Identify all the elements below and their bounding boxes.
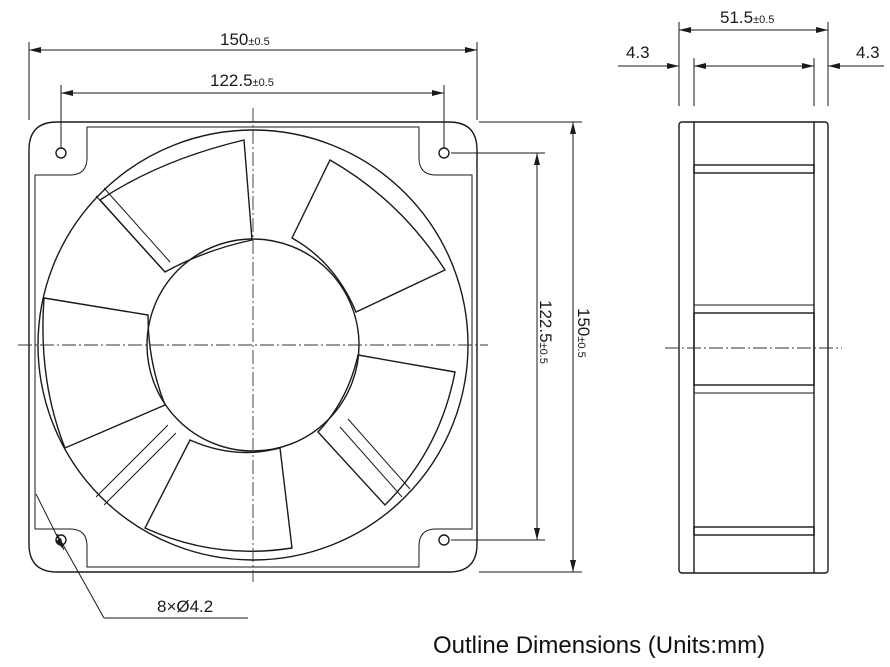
dim-depth-value: 51.5	[720, 8, 753, 27]
mounting-holes	[55, 147, 450, 546]
dim-holes-callout: 8×Ø4.2	[35, 493, 248, 619]
dim-hole-height-value: 122.5	[536, 300, 555, 343]
dim-depth: 51.5±0.5	[678, 8, 829, 106]
dim-hole-spacing-width: 122.5±0.5	[60, 71, 445, 148]
svg-text:122.5±0.5: 122.5±0.5	[536, 300, 555, 364]
dim-hole-width-value: 122.5	[210, 71, 253, 90]
fan-blades	[42, 139, 456, 552]
holes-callout-text: 8×Ø4.2	[157, 597, 213, 616]
fan-blade	[98, 139, 253, 273]
dim-overall-height-value: 150	[574, 308, 593, 336]
dim-depth-tol: ±0.5	[753, 14, 774, 26]
fan-blade	[291, 159, 447, 313]
dim-flange-right: 4.3	[856, 43, 880, 62]
dim-overall-width-value: 150	[220, 30, 248, 49]
svg-text:122.5±0.5: 122.5±0.5	[210, 71, 274, 90]
dim-hole-width-tol: ±0.5	[253, 77, 274, 89]
dim-hole-height-tol: ±0.5	[537, 343, 549, 364]
fan-frame-outline	[28, 121, 478, 573]
side-view	[665, 121, 842, 574]
dim-overall-height: 150±0.5	[479, 121, 593, 573]
side-rib	[693, 526, 815, 536]
mounting-hole	[55, 147, 67, 159]
front-view	[18, 108, 488, 582]
fan-blade	[42, 297, 166, 449]
dim-flange-left: 4.3	[626, 43, 650, 62]
dim-overall-width: 150±0.5	[28, 30, 478, 120]
mounting-hole	[438, 534, 450, 546]
fan-blade	[317, 354, 456, 507]
side-hub-block	[693, 312, 815, 386]
svg-text:150±0.5: 150±0.5	[574, 308, 593, 358]
svg-text:150±0.5: 150±0.5	[220, 30, 270, 49]
side-rib	[693, 164, 815, 174]
fan-blade	[144, 439, 293, 552]
dim-overall-width-tol: ±0.5	[248, 36, 269, 48]
mounting-hole	[438, 147, 450, 159]
dim-hole-spacing-height: 122.5±0.5	[451, 152, 555, 541]
side-outline	[678, 121, 829, 574]
dim-overall-height-tol: ±0.5	[575, 336, 587, 357]
dim-flanges: 4.3 4.3	[618, 43, 884, 106]
drawing-caption: Outline Dimensions (Units:mm)	[433, 632, 766, 659]
svg-text:51.5±0.5: 51.5±0.5	[720, 8, 774, 27]
frame-inner-boundary	[34, 126, 473, 568]
